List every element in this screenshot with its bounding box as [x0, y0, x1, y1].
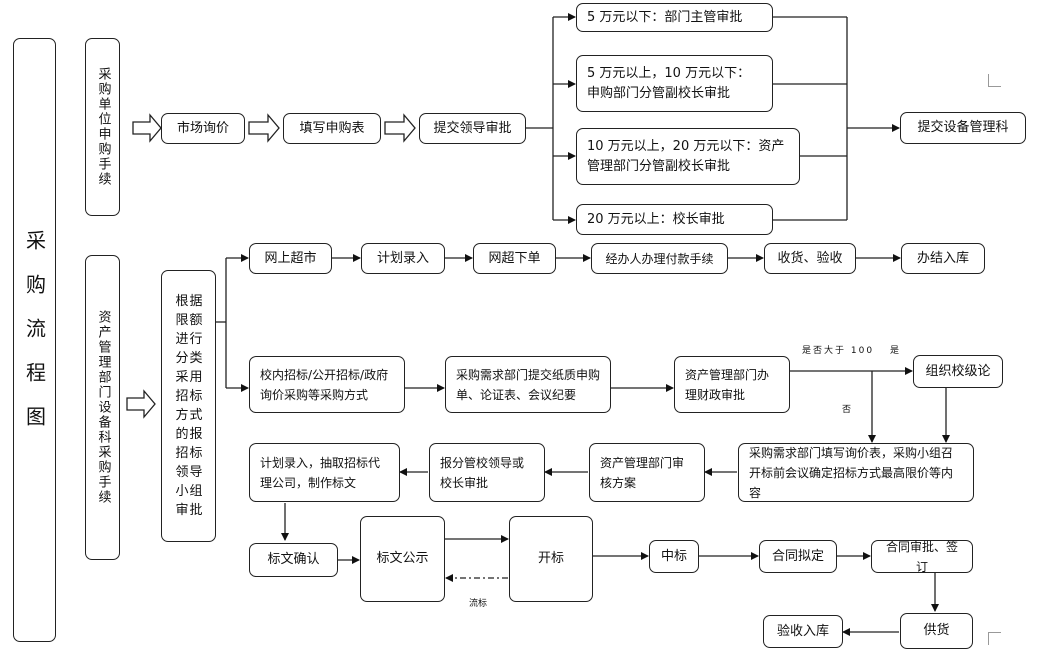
node-fill-price: 采购需求部门填写询价表，采购小组召开标前会议确定招标方式最高限价等内容 — [738, 443, 974, 502]
node-tender-methods: 校内招标/公开招标/政府询价采购等采购方式 — [249, 356, 405, 413]
node-market-inquiry: 市场询价 — [161, 113, 245, 144]
dept-procedure-label: 资产管理部门设备科采购手续 — [85, 255, 120, 560]
page-corner-mark — [988, 632, 1001, 645]
node-amount-under-5: 5 万元以下：部门主管审批 — [576, 3, 773, 32]
node-report-leader: 报分管校领导或校长审批 — [429, 443, 545, 502]
node-win-bid: 中标 — [649, 540, 699, 573]
node-quota-classification: 根据限额进行分类采用招标方式的报招标领导小组审批 — [161, 270, 216, 542]
chart-title: 采购流程图 — [13, 38, 56, 642]
node-receive: 收货、验收 — [764, 243, 856, 274]
node-amount-over-20: 20 万元以上：校长审批 — [576, 204, 773, 235]
node-fill-form: 填写申购表 — [283, 113, 381, 144]
edge-label-failed-bid: 流标 — [469, 599, 488, 609]
node-review-plan: 资产管理部门审核方案 — [589, 443, 705, 502]
node-finance-review: 资产管理部门办理财政审批 — [674, 356, 790, 413]
node-sign-contract: 合同审批、签订 — [871, 540, 973, 574]
block-arrow-dept — [126, 389, 156, 419]
node-plan-agency: 计划录入，抽取招标代理公司，制作标文 — [249, 443, 400, 502]
node-supply: 供货 — [900, 613, 973, 649]
node-draft-contract: 合同拟定 — [759, 540, 837, 573]
node-open-bid: 开标 — [509, 516, 593, 602]
node-accept-storage: 验收入库 — [763, 615, 843, 648]
block-arrow-inquiry — [248, 113, 280, 143]
unit-procedure-label: 采购单位申购手续 — [85, 38, 120, 216]
node-submit-docs: 采购需求部门提交纸质申购单、论证表、会议纪要 — [445, 356, 611, 413]
node-amount-10-to-20: 10 万元以上，20 万元以下：资产管理部门分管副校长审批 — [576, 128, 800, 185]
edge-label-no: 否 — [842, 405, 852, 415]
page-corner-mark — [988, 74, 1001, 87]
node-online-order: 网超下单 — [473, 243, 556, 274]
node-online-market: 网上超市 — [249, 243, 332, 274]
node-school-meeting: 组织校级论 — [913, 355, 1003, 388]
node-payment: 经办人办理付款手续 — [591, 243, 728, 274]
node-confirm-doc: 标文确认 — [249, 543, 338, 577]
node-submit-equipment: 提交设备管理科 — [900, 112, 1026, 144]
edge-label-over-100: 是否大于 100 — [802, 346, 875, 356]
node-submit-leader: 提交领导审批 — [419, 113, 526, 144]
block-arrow-form — [384, 113, 416, 143]
node-publish-doc: 标文公示 — [360, 516, 445, 602]
edge-label-yes: 是 — [890, 346, 900, 356]
block-arrow-unit — [132, 113, 162, 143]
node-plan-entry: 计划录入 — [361, 243, 445, 274]
node-amount-5-to-10: 5 万元以上，10 万元以下：申购部门分管副校长审批 — [576, 55, 773, 112]
node-storage: 办结入库 — [901, 243, 985, 274]
